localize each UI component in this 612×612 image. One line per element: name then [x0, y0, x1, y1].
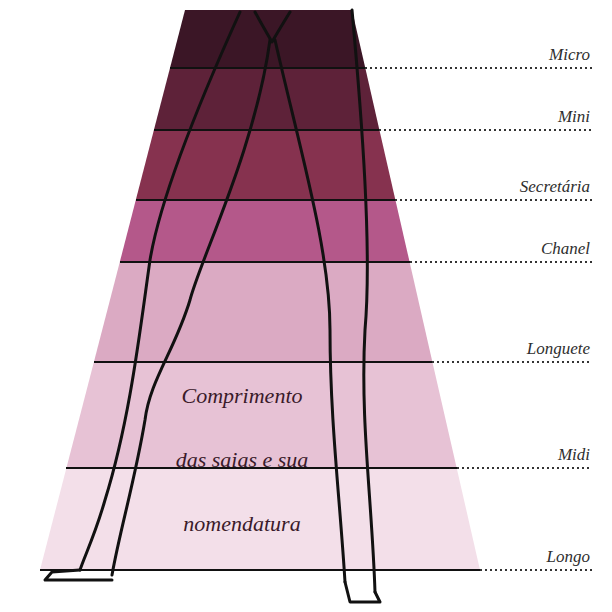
skirt-band [154, 68, 380, 130]
length-label: Secretária [520, 177, 590, 197]
length-label: Chanel [541, 239, 590, 259]
length-label: Micro [549, 45, 590, 65]
length-label: Mini [558, 107, 590, 127]
legs [45, 10, 380, 602]
diagram-title: Comprimento das saias e sua nomendatura [170, 364, 315, 556]
length-label: Midi [558, 445, 590, 465]
leader-lines [365, 68, 592, 570]
length-label: Longo [547, 547, 590, 567]
length-label: Longuete [527, 339, 590, 359]
skirt-band [94, 262, 433, 362]
skirt-band [136, 130, 396, 200]
